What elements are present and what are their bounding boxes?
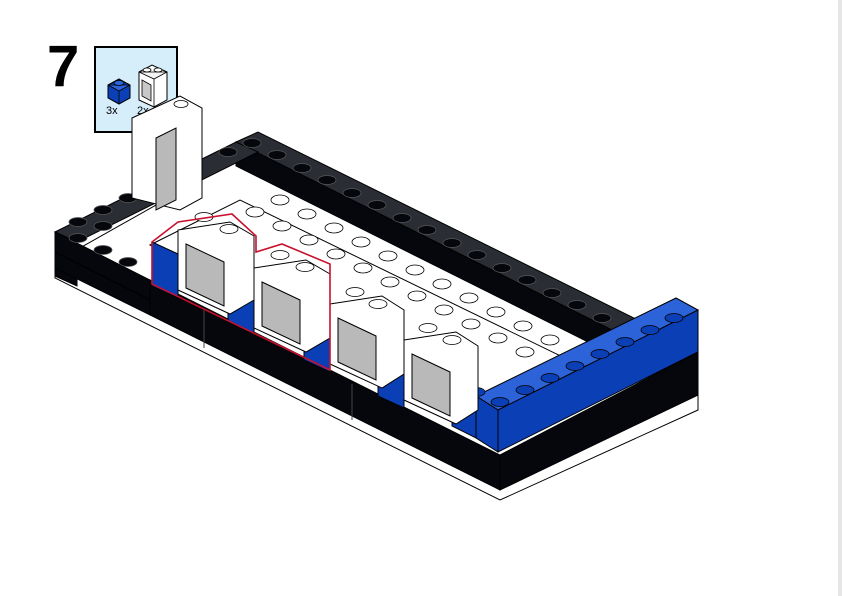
front-left-studs [68, 221, 138, 267]
door-frame [131, 95, 203, 211]
blue-brick-icon [107, 78, 131, 105]
window-1 [177, 212, 255, 315]
window-frame-icon [138, 64, 168, 108]
floor-studs [245, 194, 562, 372]
back-wall-studs [68, 138, 612, 323]
window-3 [329, 287, 405, 389]
new-parts-callout [151, 213, 331, 372]
page-edge [838, 0, 842, 596]
blue-brick-quantity: 3x [106, 105, 118, 117]
window-2 [253, 250, 331, 353]
window-frames [177, 212, 479, 425]
front-wall [54, 231, 501, 491]
window-4 [403, 323, 479, 425]
step-number: 7 [47, 34, 80, 99]
window-frame-quantity: 2x [137, 105, 149, 117]
